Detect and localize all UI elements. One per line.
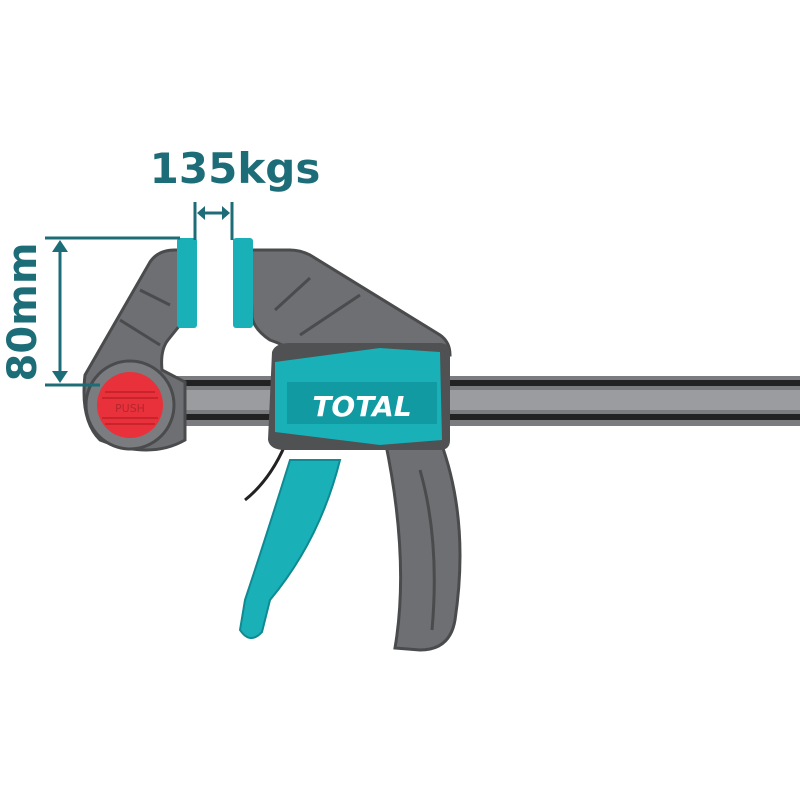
- grip-handle: [383, 438, 462, 652]
- throat-depth-dimension: [45, 236, 180, 387]
- release-push-button: PUSH: [84, 359, 176, 451]
- push-label: PUSH: [115, 402, 145, 415]
- throat-depth-label: 80mm: [0, 242, 46, 381]
- brand-logo: TOTAL: [312, 390, 411, 423]
- trigger-lever: [238, 459, 342, 639]
- clamping-force-dimension: [193, 202, 234, 240]
- clamp-body: TOTAL: [268, 343, 450, 450]
- release-wire: [244, 444, 287, 502]
- movable-jaw: [233, 238, 452, 357]
- clamping-force-label: 135kgs: [150, 144, 321, 193]
- clamp-bar: [170, 376, 800, 426]
